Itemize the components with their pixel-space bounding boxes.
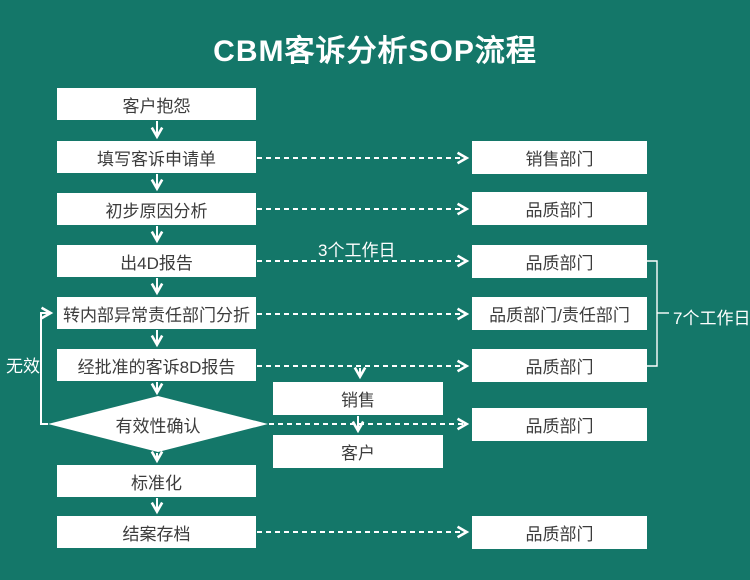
step-fill-complaint-form: 填写客诉申请单 xyxy=(57,141,256,173)
dept-quality-4: 品质部门 xyxy=(472,408,647,441)
dept-sales: 销售部门 xyxy=(472,141,647,174)
step-standardization: 标准化 xyxy=(57,465,256,497)
label-invalid: 无效 xyxy=(6,357,40,376)
dept-quality-5: 品质部门 xyxy=(472,516,647,549)
step-approved-8d-report: 经批准的客诉8D报告 xyxy=(57,349,256,381)
step-preliminary-analysis: 初步原因分析 xyxy=(57,193,256,225)
page-title: CBM客诉分析SOP流程 xyxy=(213,35,537,68)
label-3-working-days: 3个工作日 xyxy=(318,241,396,260)
step-4d-report: 出4D报告 xyxy=(57,245,256,277)
box-sales: 销售 xyxy=(273,382,443,415)
seven-days-bracket xyxy=(647,260,669,367)
step-internal-dept-analysis: 转内部异常责任部门分折 xyxy=(57,297,256,329)
decision-effectiveness-check: 有效性确认 xyxy=(48,396,268,452)
dept-quality-2: 品质部门 xyxy=(472,245,647,278)
dashed-arrows xyxy=(257,158,466,532)
step-close-and-archive: 结案存档 xyxy=(57,516,256,548)
invalid-loop-arrow xyxy=(40,313,50,425)
box-customer: 客户 xyxy=(273,435,443,468)
decision-label: 有效性确认 xyxy=(115,416,201,436)
step-customer-complaint: 客户抱怨 xyxy=(57,88,256,120)
dept-quality-responsible: 品质部门/责任部门 xyxy=(472,297,647,330)
label-7-working-days: 7个工作日 xyxy=(673,309,750,328)
dept-quality-1: 品质部门 xyxy=(472,192,647,225)
dept-quality-3: 品质部门 xyxy=(472,349,647,382)
